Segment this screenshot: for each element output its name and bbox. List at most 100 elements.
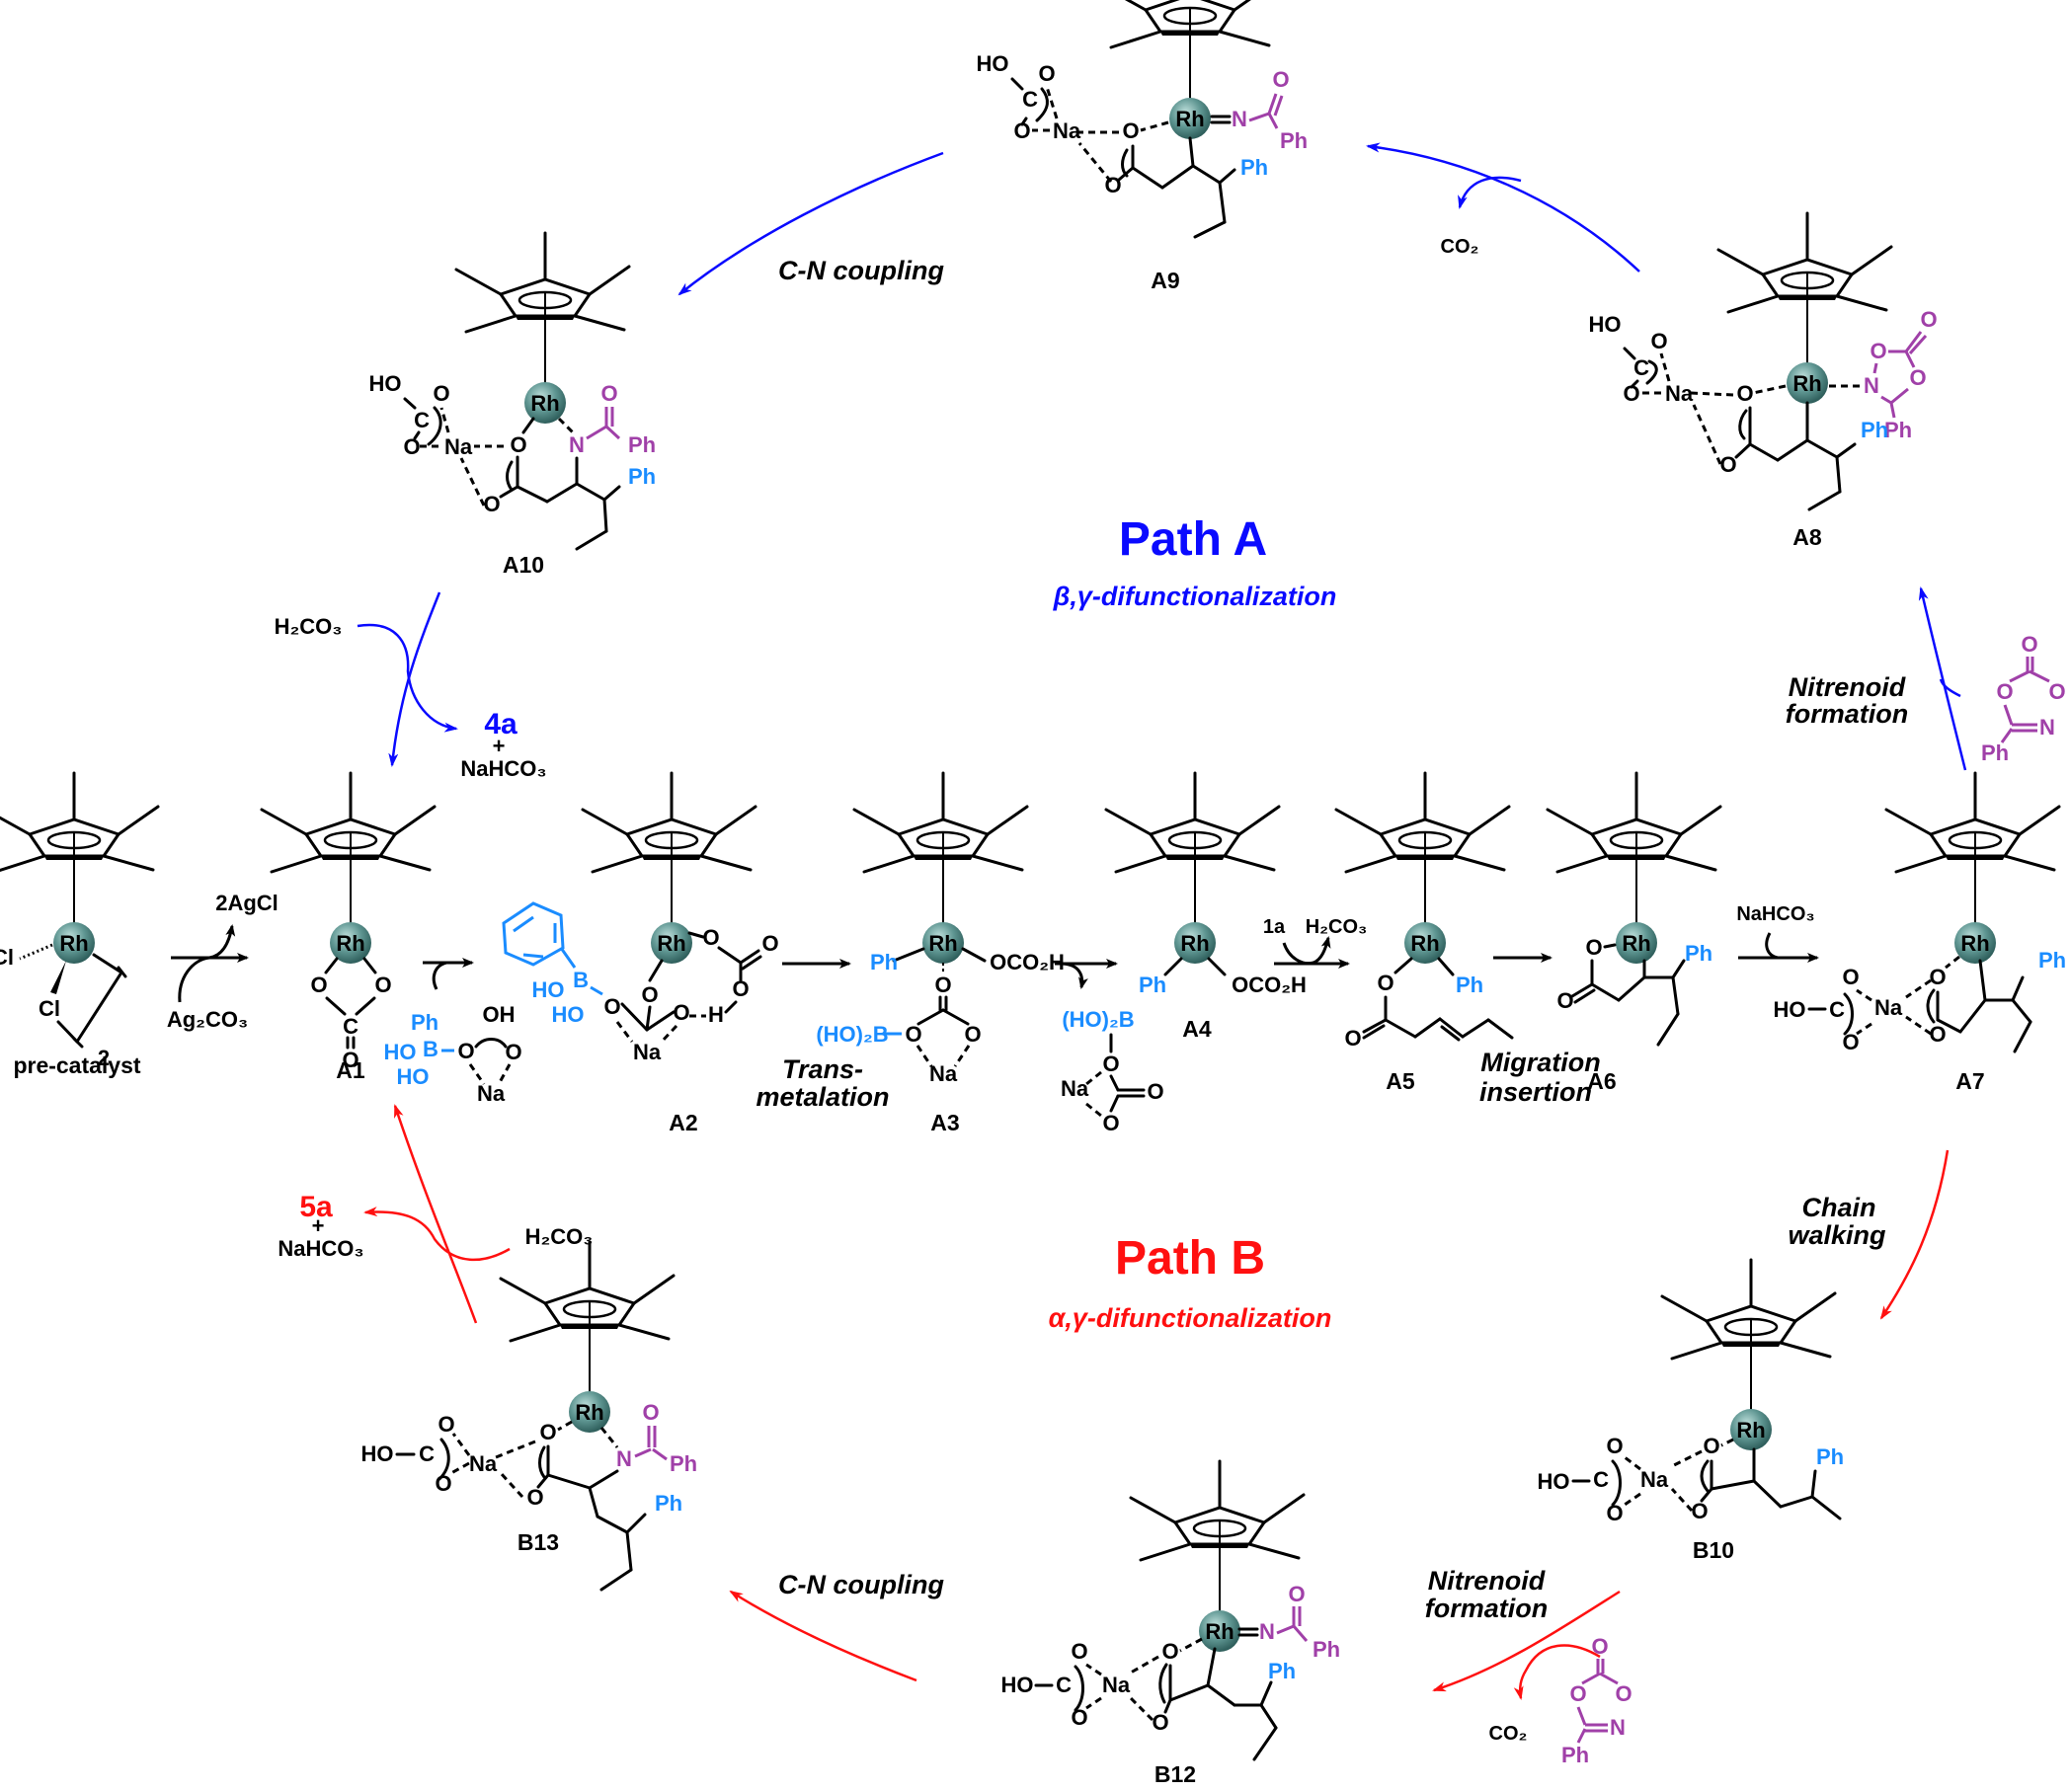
svg-text:HO: HO [552,1002,585,1027]
svg-text:O: O [1615,1681,1632,1706]
intermediate-a3: Rh Ph OCO₂H O O O (HO)₂B Na [816,771,1065,1086]
svg-text:O: O [641,982,658,1007]
svg-text:O: O [1842,1030,1859,1054]
svg-text:C: C [1022,87,1038,112]
svg-text:Rh: Rh [1175,107,1204,131]
label-a8: A8 [1792,524,1822,550]
label-pre-catalyst: pre-catalyst [13,1052,140,1078]
svg-text:Rh: Rh [336,931,364,956]
svg-text:O: O [964,1022,981,1047]
svg-text:HO: HO [1538,1469,1570,1494]
svg-text:O: O [526,1485,543,1510]
svg-text:Ph: Ph [1816,1444,1844,1469]
svg-text:O: O [1996,679,2013,704]
svg-text:Na: Na [1102,1673,1131,1697]
boronate-reagent: Ph HO B HO O OH O Na [384,1002,522,1106]
svg-text:O: O [2048,679,2065,704]
svg-text:N: N [1259,1619,1275,1644]
svg-text:O: O [1272,67,1289,92]
intermediate-b12: Rh N O Ph O O Ph Na O O C HO [1001,1459,1340,1761]
step-chain-1: Chain [1801,1193,1875,1222]
reagent-ag2co3: Ag₂CO₃ [167,1007,248,1032]
svg-text:Ph: Ph [1268,1659,1296,1683]
product-5a: 5a [299,1191,333,1223]
label-a3: A3 [930,1110,959,1135]
rhodium-sphere [1169,98,1211,139]
intermediate-a8: Rh O N O O O Ph O Ph Na O O C [1589,211,1938,511]
svg-text:O: O [539,1420,556,1444]
svg-text:HO: HO [1589,312,1622,337]
label-b13: B13 [518,1529,559,1555]
rhodium-sphere [651,922,692,964]
svg-text:O: O [1909,365,1926,390]
svg-text:Rh: Rh [1792,371,1821,396]
svg-text:H: H [708,1002,724,1027]
svg-text:O: O [1147,1079,1163,1104]
svg-text:O: O [483,492,500,516]
svg-text:O: O [505,1040,521,1064]
svg-text:O: O [1929,965,1946,989]
svg-text:O: O [1719,452,1736,477]
intermediate-a2: Rh B HO HO O O O H O O O Na [502,771,779,1064]
rhodium-sphere [53,922,95,964]
svg-text:O: O [342,1048,358,1072]
svg-text:O: O [1623,381,1639,406]
svg-text:Na: Na [1665,381,1694,406]
svg-text:C: C [414,408,430,432]
rhodium-sphere [922,922,964,964]
svg-text:O: O [1870,339,1886,363]
svg-text:O: O [1161,1639,1178,1664]
reagent-h2co3-out: H₂CO₃ [1306,916,1368,938]
label-a1: A1 [336,1057,365,1083]
svg-text:O: O [642,1400,659,1425]
svg-text:O: O [457,1039,474,1063]
svg-text:HO: HO [369,371,402,396]
label-a4: A4 [1182,1016,1212,1042]
svg-text:2: 2 [98,1046,110,1070]
label-a7: A7 [1955,1068,1984,1094]
svg-text:O: O [603,994,620,1019]
svg-text:O: O [433,381,449,406]
step-cn-coupling-b: C-N coupling [778,1570,944,1599]
path-b-title: Path B [1115,1232,1265,1285]
arrow-a7-to-a8 [1918,586,1967,771]
rhodium-sphere [1616,922,1657,964]
svg-text:O: O [1071,1705,1087,1730]
svg-text:O: O [1606,1434,1623,1458]
svg-text:O: O [1102,1052,1119,1076]
svg-text:Ph: Ph [628,464,656,489]
reagent-h2co3-a: H₂CO₃ [275,614,343,639]
step-cn-coupling-a: C-N coupling [778,256,944,285]
step-migration-1: Migration [1480,1048,1601,1077]
svg-text:N: N [616,1446,632,1471]
svg-text:O: O [905,1022,921,1047]
svg-text:C: C [1633,355,1649,380]
svg-text:Ph: Ph [1861,418,1888,442]
svg-text:O: O [761,931,778,956]
svg-text:B: B [573,968,589,992]
svg-text:O: O [1556,988,1573,1013]
svg-text:Ph: Ph [1280,128,1308,153]
svg-text:Na: Na [444,434,473,459]
arrow-a7-to-b10 [1879,1149,1950,1320]
step-migration-2: insertion [1479,1077,1592,1107]
svg-text:Ph: Ph [1456,973,1483,997]
arrow-b12-to-b13 [729,1590,917,1682]
svg-text:Na: Na [469,1451,498,1476]
svg-text:O: O [1288,1582,1305,1606]
label-a5: A5 [1386,1068,1415,1094]
svg-text:O: O [1071,1639,1087,1664]
svg-text:O: O [310,973,327,997]
svg-text:Rh: Rh [1180,931,1209,956]
svg-text:N: N [1232,107,1247,131]
svg-text:O: O [673,1000,689,1025]
svg-text:O: O [732,976,749,1001]
arrow-a10-to-a1 [388,591,441,767]
step-transmetalation-2: metalation [756,1082,889,1112]
svg-text:O: O [1650,329,1667,353]
svg-text:Na: Na [633,1040,662,1064]
intermediate-b13: Rh O N O Ph O Ph Na O O C HO [361,1240,697,1592]
svg-text:(HO)₂B: (HO)₂B [816,1022,888,1047]
rhodium-sphere [1787,362,1828,404]
